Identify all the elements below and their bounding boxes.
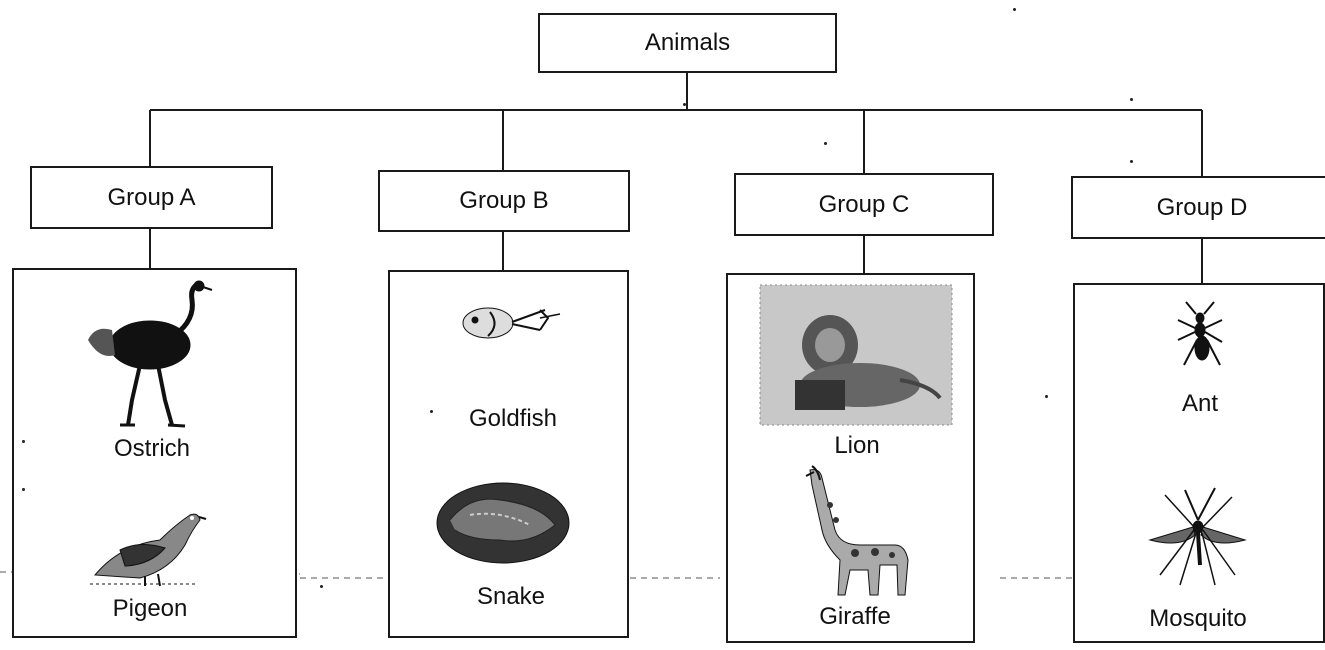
animal-label-goldfish: Goldfish	[469, 405, 557, 433]
pigeon-icon	[90, 514, 206, 586]
goldfish-icon	[463, 308, 560, 338]
scan-speck	[1130, 98, 1133, 101]
animal-label-pigeon: Pigeon	[113, 595, 188, 623]
animal-label-ant: Ant	[1182, 390, 1218, 418]
scan-speck	[824, 142, 827, 145]
scan-speck	[22, 440, 25, 443]
scan-speck	[1130, 160, 1133, 163]
snake-icon	[437, 483, 569, 563]
ant-icon	[1178, 302, 1222, 365]
animal-label-snake: Snake	[477, 583, 545, 611]
ostrich-icon	[88, 281, 212, 426]
scan-speck	[320, 585, 323, 588]
animal-label-lion: Lion	[834, 432, 879, 460]
animal-label-giraffe: Giraffe	[819, 603, 891, 631]
scan-speck	[22, 488, 25, 491]
animal-label-ostrich: Ostrich	[114, 435, 190, 463]
mosquito-icon	[1150, 488, 1245, 585]
scan-speck	[1013, 8, 1016, 11]
scan-speck	[430, 410, 433, 413]
scan-speck	[683, 103, 686, 106]
scan-speck	[1045, 395, 1048, 398]
animal-label-mosquito: Mosquito	[1149, 605, 1246, 633]
giraffe-icon	[806, 466, 908, 595]
lion-icon	[760, 285, 952, 425]
